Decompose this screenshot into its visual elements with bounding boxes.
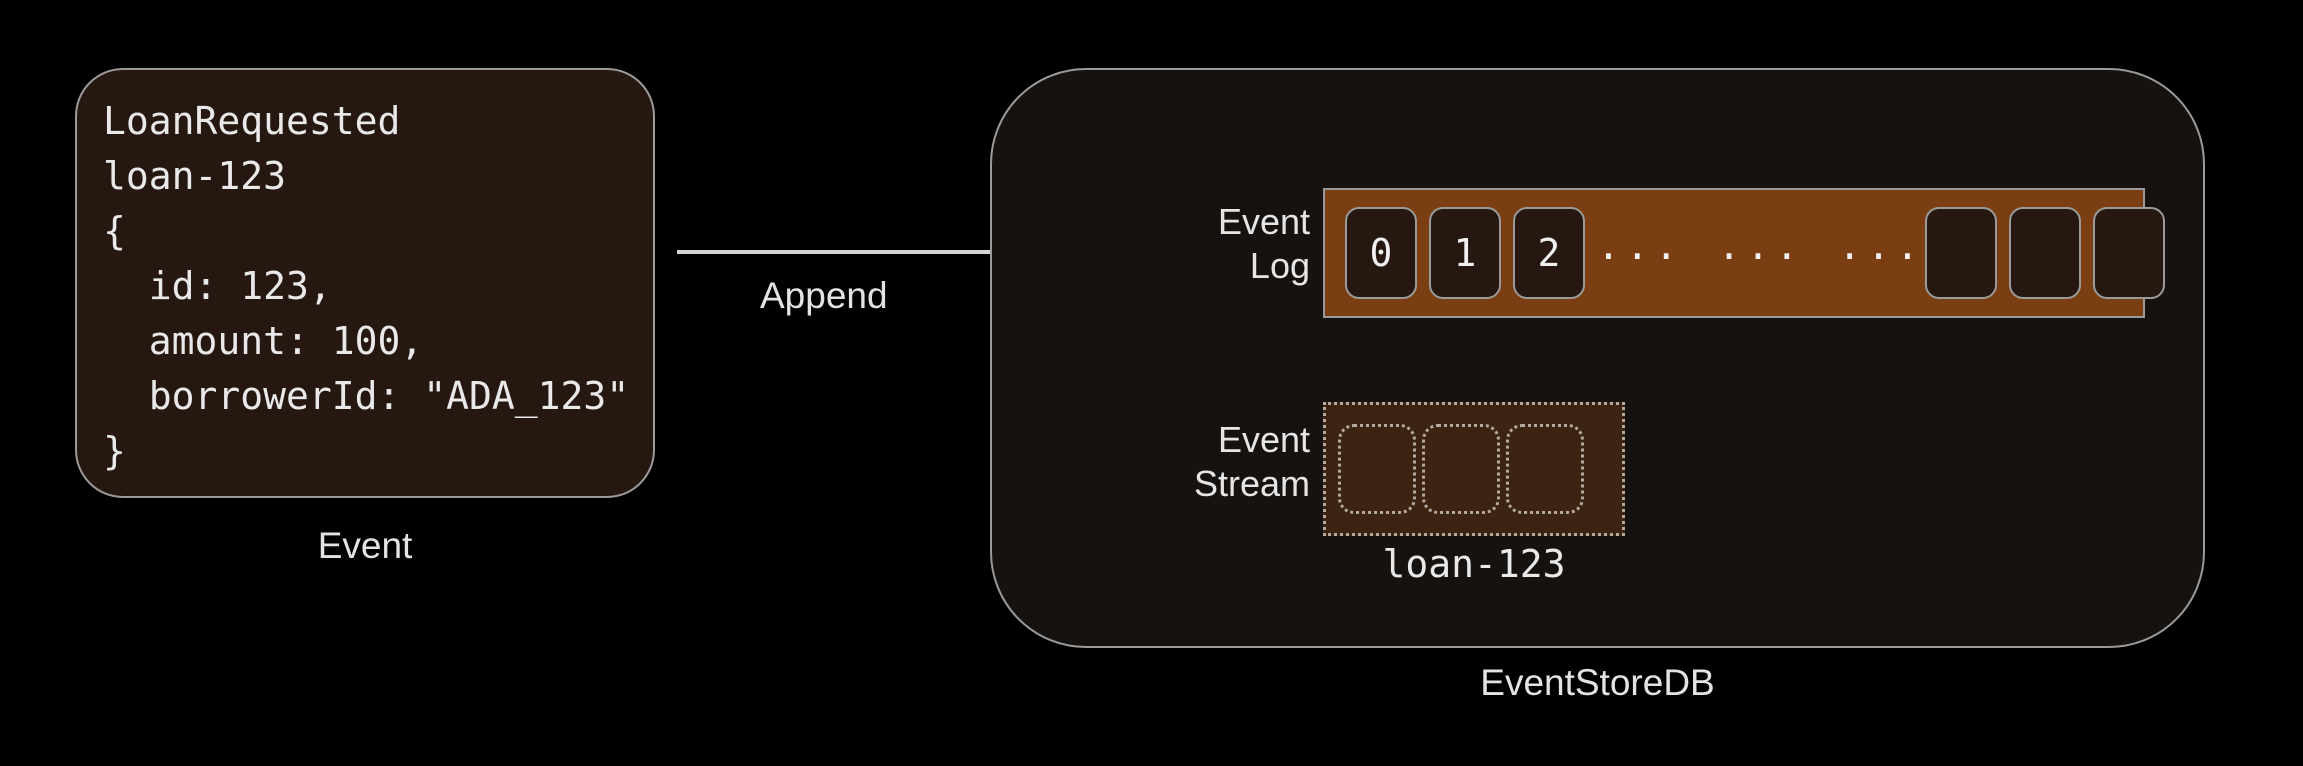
event-stream-cell[interactable] bbox=[1338, 424, 1416, 514]
event-card-caption: Event bbox=[317, 525, 413, 566]
event-stream-cell[interactable] bbox=[1506, 424, 1584, 514]
event-log-cell[interactable]: 2 bbox=[1513, 207, 1585, 299]
eventstoredb-container bbox=[990, 68, 2205, 648]
event-log-empty-cell[interactable] bbox=[1924, 207, 1997, 299]
event-log-label: Event Log bbox=[1217, 201, 1310, 286]
event-stream-cell[interactable] bbox=[1422, 424, 1500, 514]
ellipsis-group: ... bbox=[1717, 224, 1805, 268]
append-label: Append bbox=[760, 275, 888, 316]
event-card: LoanRequested loan-123 { id: 123, amount… bbox=[75, 68, 655, 498]
ellipsis-group: ... bbox=[1838, 224, 1925, 268]
ellipsis-group: ... bbox=[1597, 224, 1684, 268]
event-payload-code: LoanRequested loan-123 { id: 123, amount… bbox=[103, 99, 630, 473]
eventstoredb-caption: EventStoreDB bbox=[1480, 662, 1715, 703]
event-log-ellipsis: ... ... ... bbox=[1597, 227, 1925, 279]
event-log-empty-cells bbox=[1924, 207, 2165, 299]
event-log-cell[interactable]: 0 bbox=[1345, 207, 1417, 299]
event-stream-name: loan-123 bbox=[1382, 542, 1566, 586]
event-stream-label: Event Stream bbox=[1193, 419, 1310, 504]
event-log-empty-cell[interactable] bbox=[2008, 207, 2081, 299]
event-log-empty-cell[interactable] bbox=[2092, 207, 2165, 299]
event-stream-box bbox=[1323, 402, 1625, 536]
event-log-cell[interactable]: 1 bbox=[1429, 207, 1501, 299]
event-log-bar: 0 1 2 ... ... ... bbox=[1323, 188, 2165, 318]
